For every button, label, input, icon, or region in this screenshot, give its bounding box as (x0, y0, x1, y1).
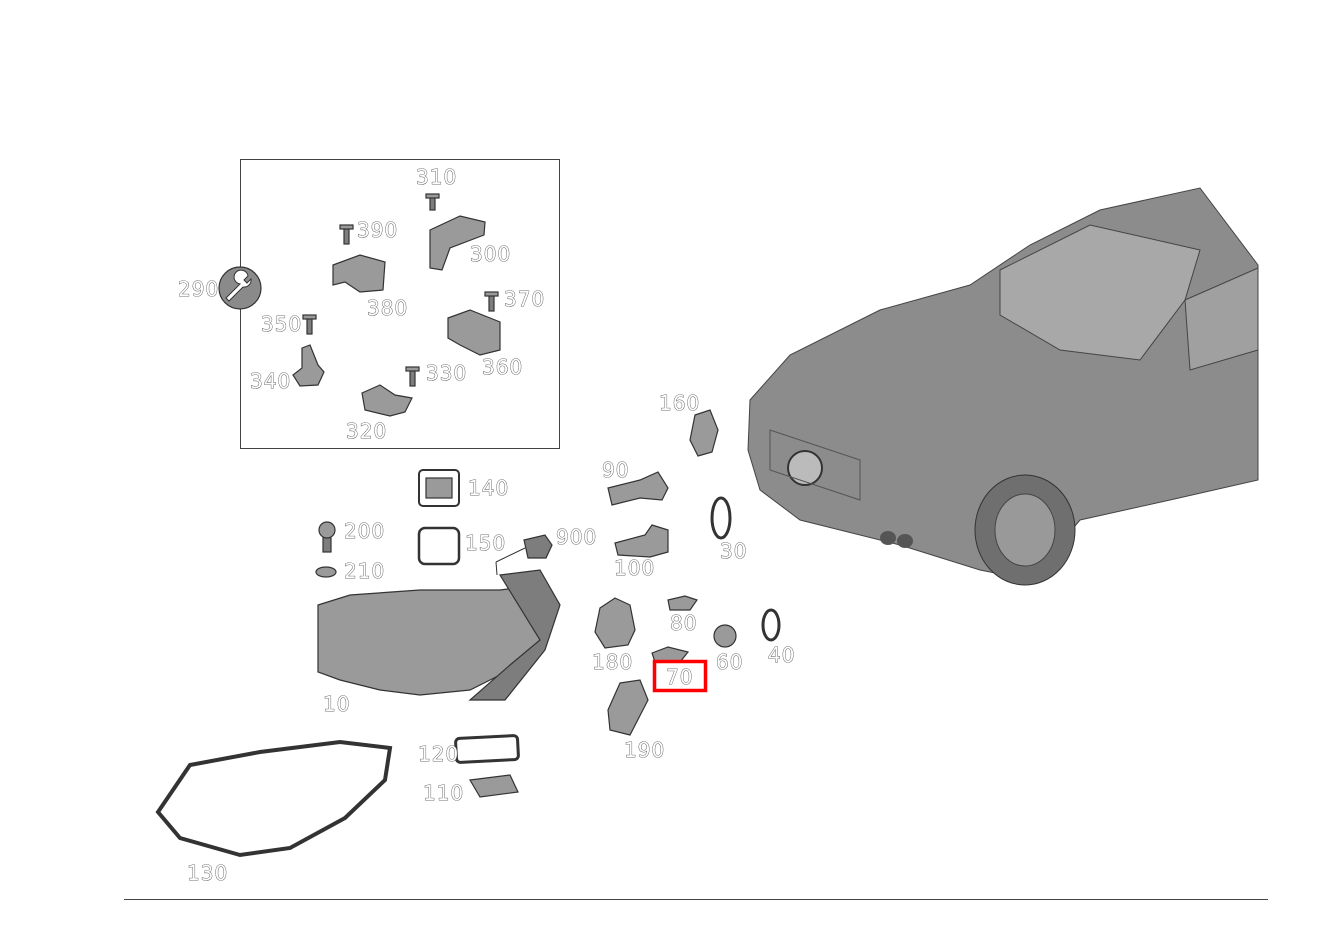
part-label-90[interactable]: 90 (602, 458, 629, 483)
ring-30 (710, 496, 732, 540)
washer-210 (315, 566, 337, 578)
screw-330 (405, 366, 420, 387)
part-label-350[interactable]: 350 (261, 312, 302, 337)
module-190 (607, 679, 649, 736)
part-label-120[interactable]: 120 (418, 742, 459, 767)
gasket-120 (454, 734, 520, 764)
part-label-360[interactable]: 360 (482, 355, 523, 380)
part-label-60[interactable]: 60 (716, 650, 743, 675)
part-label-290[interactable]: 290 (178, 277, 219, 302)
callout-labels: 310 390 300 370 290 380 350 360 340 330 320 160 140 9… (178, 165, 795, 886)
part-label-370[interactable]: 370 (504, 287, 545, 312)
socket-160 (689, 409, 719, 457)
bracket-360 (447, 309, 501, 356)
bulb-90 (607, 471, 669, 506)
part-label-900[interactable]: 900 (556, 525, 597, 550)
part-label-330[interactable]: 330 (426, 361, 467, 386)
bracket-340 (292, 344, 325, 387)
part-label-30[interactable]: 30 (720, 539, 747, 564)
part-label-320[interactable]: 320 (346, 419, 387, 444)
part-label-190[interactable]: 190 (624, 738, 665, 763)
part-label-110[interactable]: 110 (423, 781, 464, 806)
part-label-380[interactable]: 380 (367, 296, 408, 321)
main-parts (155, 409, 781, 858)
part-label-160[interactable]: 160 (659, 391, 700, 416)
part-label-180[interactable]: 180 (592, 650, 633, 675)
wrench-icon[interactable] (218, 266, 262, 310)
part-label-140[interactable]: 140 (468, 476, 509, 501)
screw-390 (339, 224, 354, 245)
part-label-200[interactable]: 200 (344, 519, 385, 544)
connector-900 (523, 534, 553, 559)
part-label-300[interactable]: 300 (470, 242, 511, 267)
part-label-80[interactable]: 80 (670, 611, 697, 636)
part-label-390[interactable]: 390 (357, 218, 398, 243)
socket-60 (713, 624, 737, 648)
cover-180 (594, 597, 636, 649)
part-label-10[interactable]: 10 (323, 692, 350, 717)
ring-40 (761, 608, 781, 642)
screw-310 (425, 193, 440, 211)
part-label-40[interactable]: 40 (768, 643, 795, 668)
vehicle-illustration (747, 187, 1259, 586)
bolt-200 (318, 521, 336, 553)
part-label-310[interactable]: 310 (416, 165, 457, 190)
part-label-70[interactable]: 70 (666, 665, 693, 690)
screw-370 (484, 291, 499, 312)
module-110 (469, 774, 519, 798)
bracket-300 (429, 215, 486, 271)
part-label-340[interactable]: 340 (250, 369, 291, 394)
bracket-380 (332, 254, 386, 293)
bulb-80 (667, 595, 698, 611)
part-label-210[interactable]: 210 (344, 559, 385, 584)
screw-350 (302, 314, 317, 335)
inset-parts (292, 193, 501, 417)
highlight-box (652, 659, 708, 693)
bulb-100 (614, 524, 669, 558)
bracket-320 (361, 384, 413, 417)
part-label-100[interactable]: 100 (614, 556, 655, 581)
part-label-130[interactable]: 130 (187, 861, 228, 886)
part-label-150[interactable]: 150 (465, 531, 506, 556)
lens-130 (155, 739, 393, 858)
gasket-150 (417, 526, 461, 566)
